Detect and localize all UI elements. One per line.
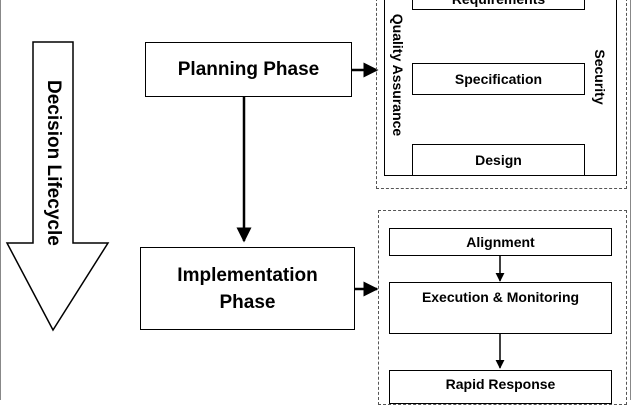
execution-monitoring-step: Execution & Monitoring — [389, 282, 612, 334]
planning-steps-group — [376, 0, 627, 189]
decision-lifecycle-label: Decision Lifecycle — [43, 80, 64, 246]
design-step: Design — [412, 144, 585, 176]
alignment-step: Alignment — [389, 228, 612, 256]
implementation-phase-box: Implementation Phase — [140, 247, 355, 330]
specification-step: Specification — [412, 63, 585, 95]
decision-lifecycle-arrow — [5, 41, 110, 332]
quality-assurance-label: Quality Assurance — [390, 13, 406, 137]
security-label: Security — [592, 49, 608, 105]
planning-phase-box: Planning Phase — [145, 42, 352, 97]
rapid-response-step: Rapid Response — [389, 370, 612, 404]
implementation-phase-line2: Phase — [219, 291, 276, 313]
requirements-step: Requirements — [412, 0, 585, 10]
implementation-phase-line1: Implementation — [177, 264, 318, 286]
